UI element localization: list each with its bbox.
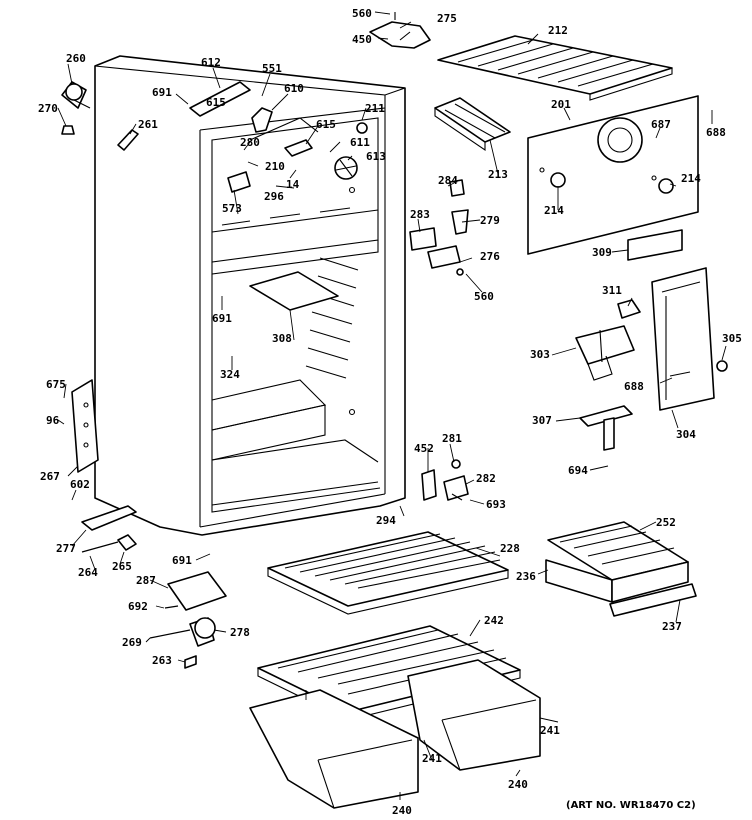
label-236: 236 [516,570,536,583]
label-573: 573 [222,202,242,215]
label-675: 675 [46,378,66,391]
label-602: 602 [70,478,90,491]
label-303: 303 [530,348,550,361]
label-305: 305 [722,332,742,345]
meat-pan-252-236 [545,521,689,603]
label-281: 281 [442,432,462,445]
label-560: 560 [474,290,494,303]
label-610: 610 [284,82,304,95]
label-210: 210 [265,160,285,173]
label-691: 691 [152,86,172,99]
label-241: 241 [422,752,442,765]
freezer-controls-group [189,81,368,193]
label-691: 691 [172,554,192,567]
label-252: 252 [656,516,676,529]
label-280: 280 [240,136,260,149]
label-613: 613 [366,150,386,163]
label-214: 214 [544,204,564,217]
label-277: 277 [56,542,76,555]
label-691: 691 [212,312,232,325]
label-287: 287 [136,574,156,587]
label-551: 551 [262,62,282,75]
label-450: 450 [352,33,372,46]
label-211: 211 [365,102,385,115]
label-687: 687 [651,118,671,131]
label-688: 688 [706,126,726,139]
label-296: 296 [264,190,284,203]
label-694: 694 [568,464,588,477]
pan-front-237 [609,583,697,617]
label-14: 14 [286,178,300,191]
label-615: 615 [206,96,226,109]
label-283: 283 [410,208,430,221]
label-237: 237 [662,620,682,633]
label-261: 261 [138,118,158,131]
leader-lines [57,11,727,800]
hinge-260 [61,81,91,109]
label-242: 242 [484,614,504,627]
label-304: 304 [676,428,696,441]
label-294: 294 [376,514,396,527]
label-263: 263 [152,654,172,667]
ice-tray-213 [434,97,511,152]
label-284: 284 [438,174,458,187]
evaporator-cover-201 [527,95,699,255]
label-276: 276 [480,250,500,263]
label-267: 267 [40,470,60,483]
label-214: 214 [681,172,701,185]
part-labels: 560 275 450 212 260 270 261 612 551 691 … [38,7,742,817]
label-269: 269 [122,636,142,649]
label-201: 201 [551,98,571,111]
label-282: 282 [476,472,496,485]
label-240: 240 [508,778,528,791]
label-612: 612 [201,56,221,69]
label-275: 275 [437,12,457,25]
label-611: 611 [350,136,370,149]
label-309: 309 [592,246,612,259]
label-324: 324 [220,368,240,381]
label-688: 688 [624,380,644,393]
label-228: 228 [500,542,520,555]
bracket-452 [421,469,437,501]
label-265: 265 [112,560,132,573]
label-241: 241 [540,724,560,737]
label-615: 615 [316,118,336,131]
label-260: 260 [66,52,86,65]
label-264: 264 [78,566,98,579]
bracket-282 [443,459,469,501]
label-279: 279 [480,214,500,227]
label-278: 278 [230,626,250,639]
label-693: 693 [486,498,506,511]
leveling-parts [81,534,227,669]
label-307: 307 [532,414,552,427]
label-560: 560 [352,7,372,20]
label-308: 308 [272,332,292,345]
refrigerator-cabinet [71,55,406,536]
wire-shelf-212 [437,35,673,101]
art-number: (ART NO. WR18470 C2) [566,800,696,811]
label-692: 692 [128,600,148,613]
label-240: 240 [392,804,412,817]
label-311: 311 [602,284,622,297]
label-212: 212 [548,24,568,37]
label-270: 270 [38,102,58,115]
label-213: 213 [488,168,508,181]
label-452: 452 [414,442,434,455]
shelf-308 [249,271,339,311]
label-309 [627,229,683,261]
crisper-drawers-240 [249,659,541,809]
label-96: 96 [46,414,60,427]
screw-270 [61,125,75,135]
duct-assembly [575,267,728,451]
wire-shelf-228 [267,531,509,615]
